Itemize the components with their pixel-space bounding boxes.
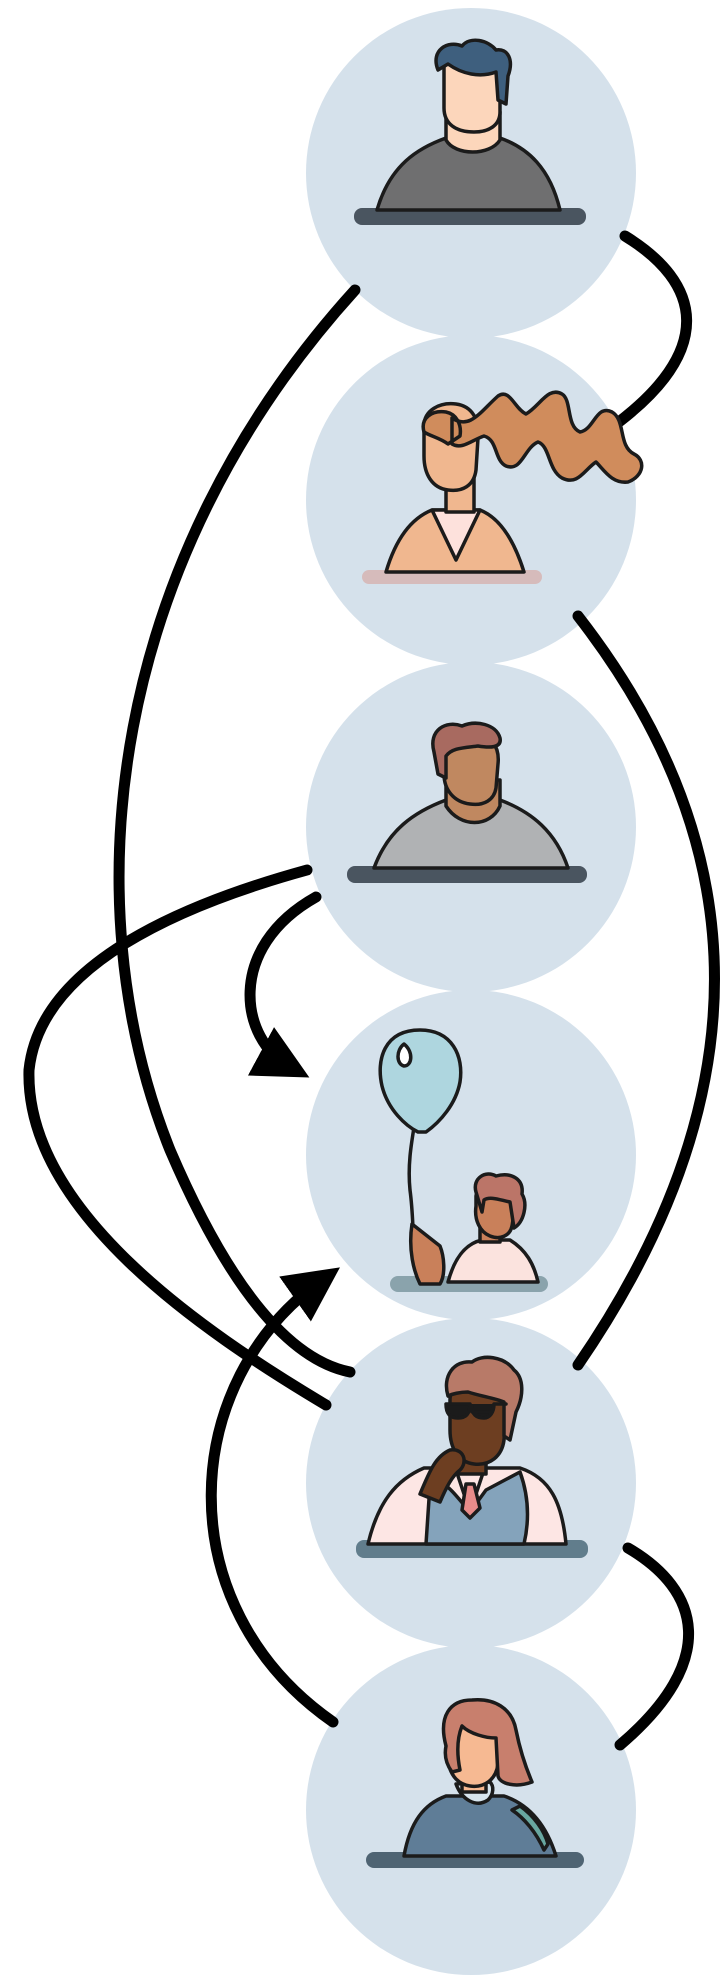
edge-n5-n6 [620,1548,689,1745]
edge-n3-n4 [250,897,316,1067]
edge-n1-n2 [608,236,687,430]
node-circles [306,8,636,1975]
